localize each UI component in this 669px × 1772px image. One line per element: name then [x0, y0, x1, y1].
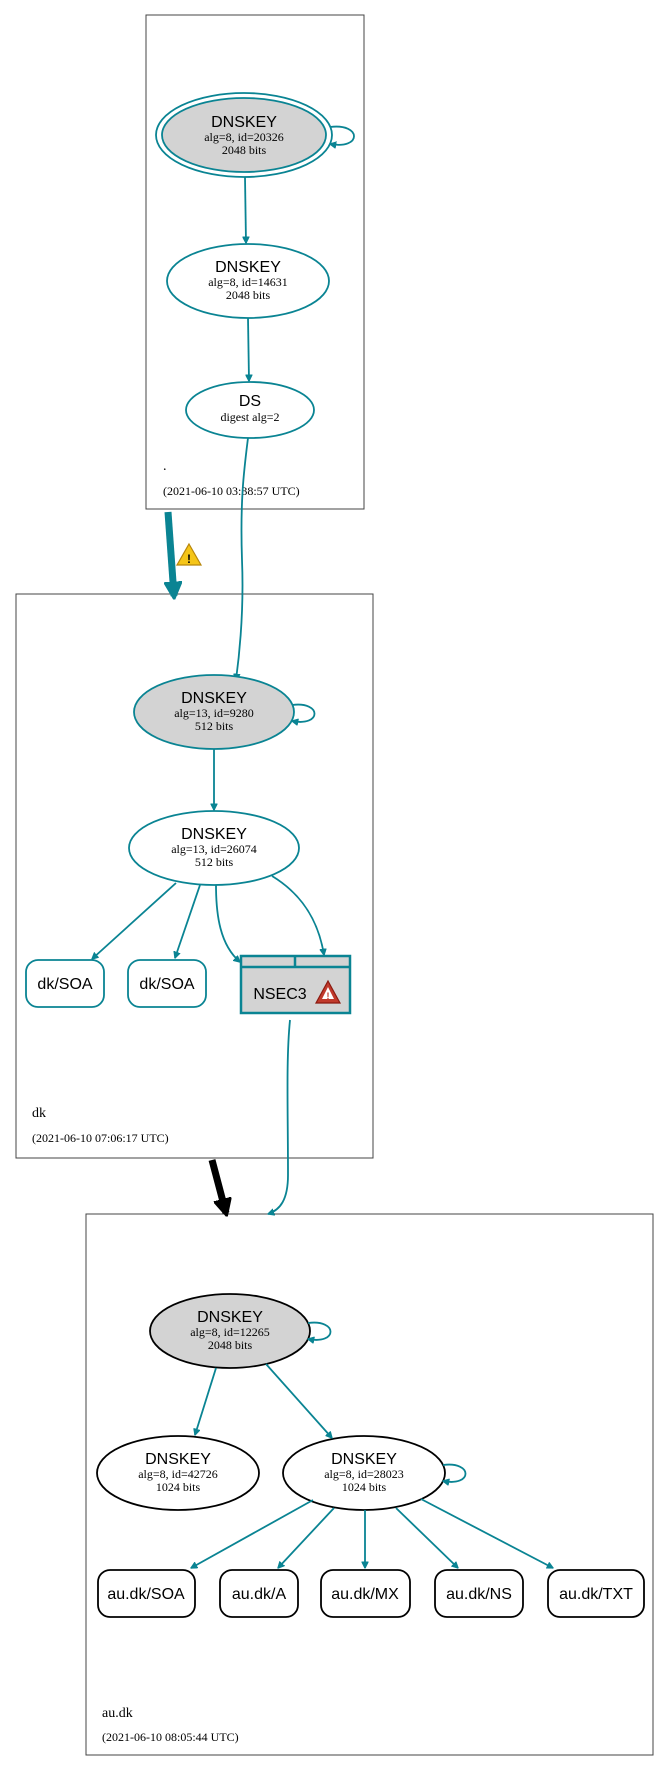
- root-ksk-bits: 2048 bits: [222, 143, 267, 157]
- ds-to-dk-ksk-edge: [236, 437, 249, 680]
- dk-ksk-alg: alg=13, id=9280: [174, 706, 254, 720]
- root-ksk-node[interactable]: DNSKEY alg=8, id=20326 2048 bits: [155, 92, 333, 178]
- root-ksk-self-edge: [330, 125, 355, 145]
- root-zsk-alg: alg=8, id=14631: [208, 275, 288, 289]
- audk-key-28023-title: DNSKEY: [331, 1451, 397, 1468]
- dk-zsk-to-nsec3-edge-1: [215, 884, 240, 962]
- zone-dk-name: dk: [32, 1106, 46, 1121]
- dk-ksk-title: DNSKEY: [181, 690, 247, 707]
- dk-nsec3-label: NSEC3: [253, 986, 306, 1003]
- dk-zsk-bits: 512 bits: [195, 855, 234, 869]
- dk-zsk-to-soa2-edge: [175, 884, 201, 958]
- audk-a-node[interactable]: au.dk/A: [219, 1569, 299, 1618]
- dk-zsk-alg: alg=13, id=26074: [171, 842, 257, 856]
- svg-text:!: !: [327, 991, 330, 1001]
- audk-soa-node[interactable]: au.dk/SOA: [97, 1569, 196, 1618]
- audk-key-28023-bits: 1024 bits: [342, 1480, 387, 1494]
- root-zsk-title: DNSKEY: [215, 259, 281, 276]
- zone-dk-timestamp: (2021-06-10 07:06:17 UTC): [32, 1131, 169, 1145]
- nsec3-to-audk-edge: [268, 1019, 291, 1214]
- root-zsk-node[interactable]: DNSKEY alg=8, id=14631 2048 bits: [166, 243, 330, 319]
- root-zsk-bits: 2048 bits: [226, 288, 271, 302]
- dk-zsk-title: DNSKEY: [181, 826, 247, 843]
- audk-soa-label: au.dk/SOA: [107, 1586, 185, 1603]
- dk-zsk-to-nsec3-edge-2: [271, 875, 324, 955]
- audk-ksk-self-edge: [308, 1321, 332, 1340]
- audk-ksk-bits: 2048 bits: [208, 1338, 253, 1352]
- audk-key-42726-bits: 1024 bits: [156, 1480, 201, 1494]
- zone-audk-name: au.dk: [102, 1706, 133, 1721]
- root-ksk-to-zsk-edge: [245, 176, 246, 243]
- audk-ksk-title: DNSKEY: [197, 1309, 263, 1326]
- root-ksk-alg: alg=8, id=20326: [204, 130, 284, 144]
- audk-txt-node[interactable]: au.dk/TXT: [547, 1569, 645, 1618]
- root-ds-digest: digest alg=2: [220, 410, 279, 424]
- root-zsk-to-ds-edge: [248, 317, 249, 381]
- audk-mx-label: au.dk/MX: [331, 1586, 399, 1603]
- audk-ksk-to-42726-edge: [195, 1367, 217, 1435]
- zone-audk-timestamp: (2021-06-10 08:05:44 UTC): [102, 1730, 239, 1744]
- audk-key-28023-self-edge: [443, 1463, 467, 1482]
- svg-text:!: !: [187, 552, 191, 566]
- root-ds-title: DS: [239, 393, 261, 410]
- audk-ksk-alg: alg=8, id=12265: [190, 1325, 270, 1339]
- zone-root-name: .: [163, 459, 167, 474]
- audk-mx-node[interactable]: au.dk/MX: [320, 1569, 411, 1618]
- error-triangle-icon[interactable]: !: [314, 979, 342, 1004]
- warning-triangle-icon[interactable]: !: [175, 542, 203, 566]
- audk-key-42726-alg: alg=8, id=42726: [138, 1467, 218, 1481]
- root-ds-node[interactable]: DS digest alg=2: [185, 381, 315, 439]
- audk-key-42726-node[interactable]: DNSKEY alg=8, id=42726 1024 bits: [96, 1435, 260, 1511]
- dk-nsec3-node[interactable]: NSEC3 !: [239, 954, 352, 1015]
- audk-28023-to-soa-edge: [191, 1499, 314, 1569]
- audk-28023-to-ns-edge: [395, 1507, 458, 1568]
- audk-key-28023-alg: alg=8, id=28023: [324, 1467, 404, 1481]
- dk-ksk-node[interactable]: DNSKEY alg=13, id=9280 512 bits: [133, 674, 295, 750]
- audk-ksk-node[interactable]: DNSKEY alg=8, id=12265 2048 bits: [149, 1293, 311, 1369]
- dk-soa-1-label: dk/SOA: [37, 976, 92, 993]
- audk-key-42726-title: DNSKEY: [145, 1451, 211, 1468]
- audk-ksk-to-28023-edge: [265, 1363, 332, 1438]
- dk-soa-2-node[interactable]: dk/SOA: [127, 959, 207, 1008]
- dk-zsk-node[interactable]: DNSKEY alg=13, id=26074 512 bits: [128, 810, 300, 886]
- dk-soa-1-node[interactable]: dk/SOA: [25, 959, 105, 1008]
- delegation-dk-to-audk-edge: [208, 1159, 226, 1213]
- root-ksk-title: DNSKEY: [211, 114, 277, 131]
- audk-key-28023-node[interactable]: DNSKEY alg=8, id=28023 1024 bits: [282, 1435, 446, 1511]
- audk-a-label: au.dk/A: [232, 1586, 287, 1603]
- audk-ns-node[interactable]: au.dk/NS: [434, 1569, 524, 1618]
- audk-28023-to-txt-edge: [420, 1498, 553, 1569]
- delegation-root-to-dk-edge: [168, 511, 174, 596]
- zone-root-timestamp: (2021-06-10 03:38:57 UTC): [163, 484, 300, 498]
- dk-ksk-self-edge: [292, 703, 316, 722]
- dk-zsk-to-soa1-edge: [92, 882, 177, 959]
- audk-ns-label: au.dk/NS: [446, 1586, 512, 1603]
- dk-ksk-bits: 512 bits: [195, 719, 234, 733]
- audk-txt-label: au.dk/TXT: [559, 1586, 633, 1603]
- audk-28023-to-a-edge: [278, 1507, 335, 1568]
- dk-soa-2-label: dk/SOA: [139, 976, 194, 993]
